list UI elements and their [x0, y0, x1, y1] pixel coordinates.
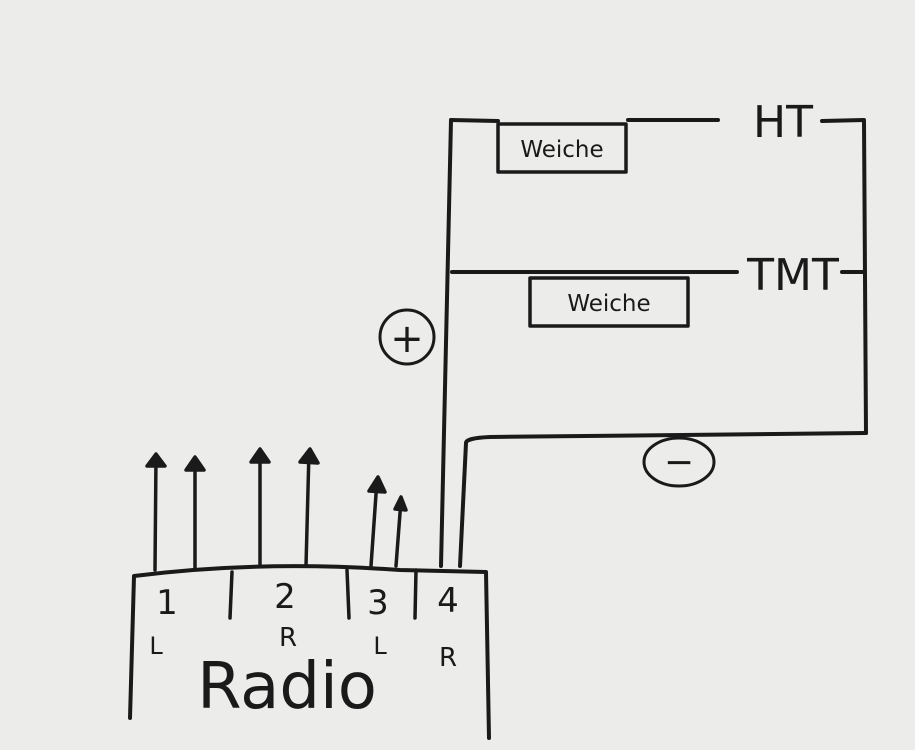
tweeter-label: HT: [753, 97, 813, 148]
minus-symbol: −: [642, 436, 716, 488]
crossover-top-label: Weiche: [520, 137, 603, 163]
midbass-label: TMT: [746, 250, 839, 301]
arrow-3-head: [249, 447, 271, 464]
arrow-4-shaft: [304, 449, 311, 568]
negative-right-rail: [820, 118, 868, 435]
radio-outline: [128, 564, 491, 740]
channel-2-number: 2: [274, 577, 296, 617]
negative-wiring: [458, 118, 868, 568]
arrow-1-shaft: [153, 454, 158, 572]
arrow-2: [184, 455, 206, 570]
channel-3-number: 3: [367, 583, 389, 623]
minus-sign: −: [664, 442, 694, 483]
negative-return-wire: [458, 431, 868, 568]
arrow-5-shaft: [369, 478, 379, 568]
arrow-4-head: [298, 447, 320, 465]
tweeter-feed-wire-a: [449, 118, 500, 123]
crossover-top-box: [496, 122, 628, 174]
channel-4-side: R: [439, 643, 457, 673]
radio-channel-dividers: [228, 568, 418, 620]
arrow-1: [145, 452, 167, 572]
crossover-mid-label: Weiche: [567, 291, 650, 317]
arrow-2-head: [184, 455, 206, 472]
arrow-5-head: [367, 475, 387, 494]
channel-3-side: L: [373, 632, 387, 660]
channel-divider-2: [345, 568, 351, 620]
crossover-mid-box: [528, 276, 690, 328]
crossover-top: Weiche: [496, 122, 628, 174]
arrow-4: [298, 447, 320, 568]
channel-2-side: R: [279, 623, 297, 653]
arrow-6: [393, 495, 408, 568]
crossover-mid: Weiche: [528, 276, 690, 328]
channel-1-side: L: [149, 632, 163, 660]
channel-divider-3: [413, 568, 418, 620]
arrow-3: [249, 447, 271, 567]
positive-wiring: [439, 118, 739, 568]
arrow-6-head: [393, 495, 408, 512]
radio-label: Radio: [197, 650, 377, 724]
channel-1-number: 1: [156, 583, 178, 623]
plus-symbol: +: [378, 308, 436, 366]
plus-circle: [378, 308, 436, 366]
channel-divider-1: [228, 570, 234, 620]
channel-4-number: 4: [437, 581, 459, 621]
output-arrows: [145, 447, 408, 572]
positive-main-wire: [439, 118, 453, 568]
plus-sign: +: [390, 316, 424, 362]
radio-unit: 1 L 2 R 3 L 4 R Radio: [128, 564, 491, 740]
arrow-5: [367, 475, 387, 568]
arrow-1-head: [145, 452, 167, 468]
minus-ellipse: [642, 436, 716, 488]
